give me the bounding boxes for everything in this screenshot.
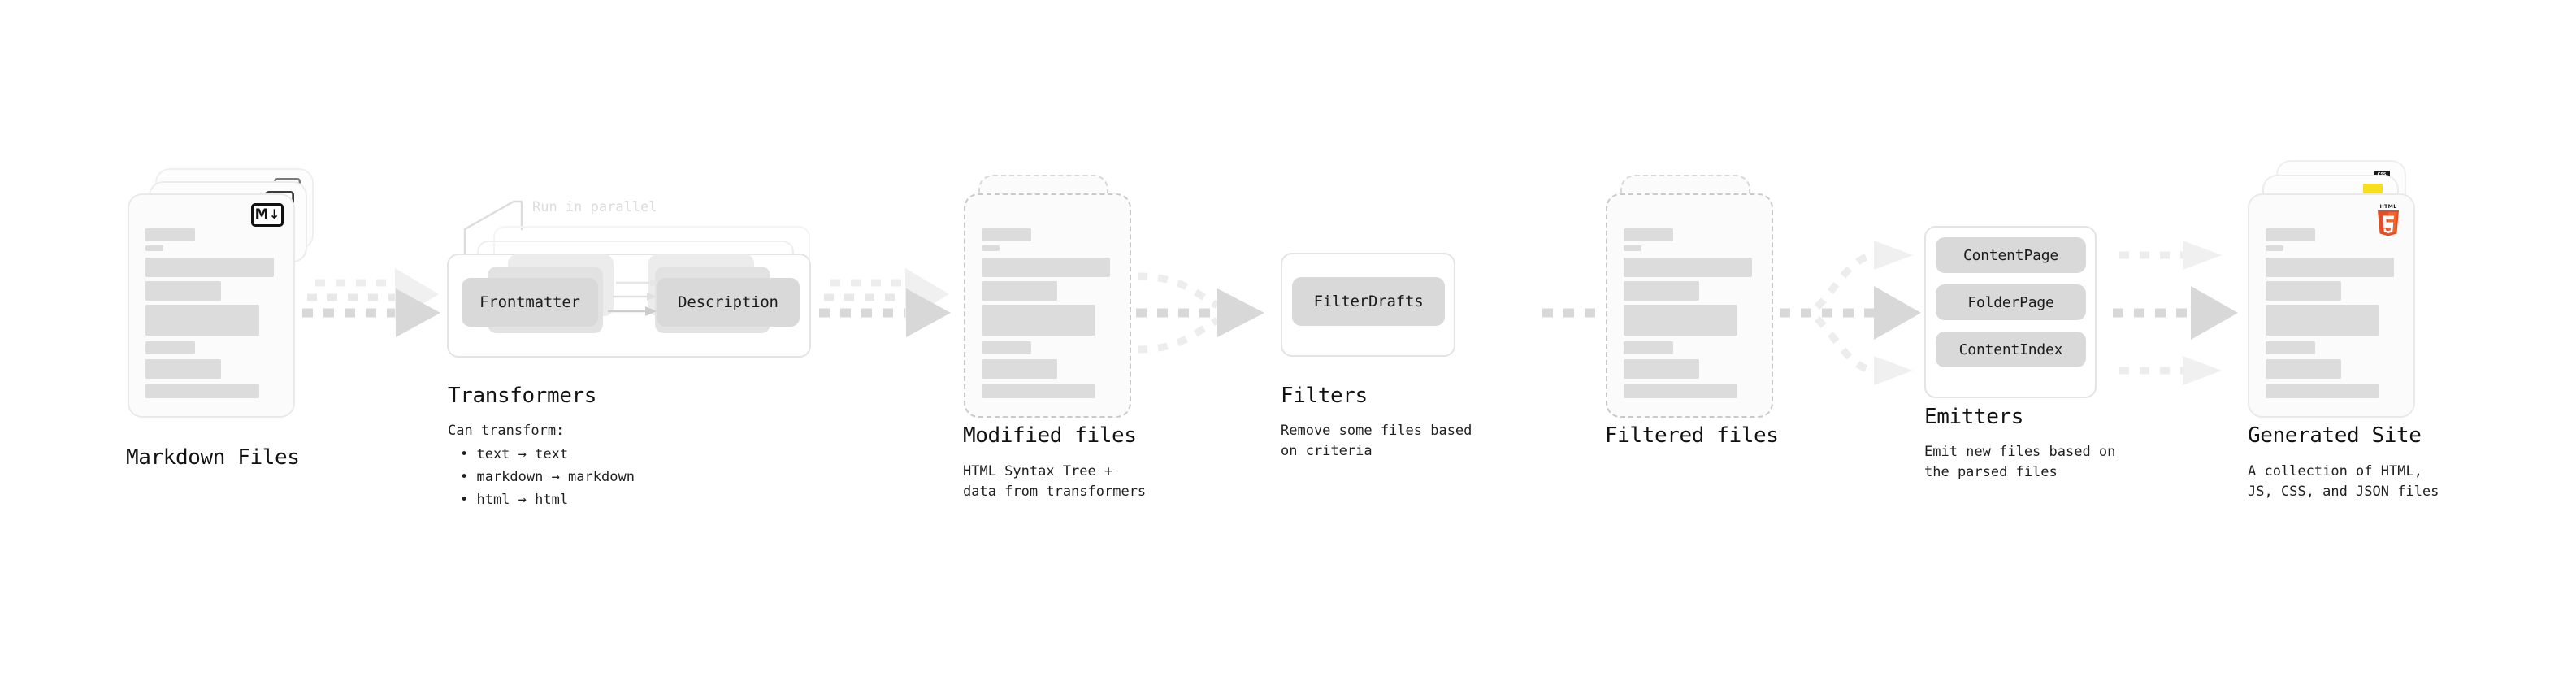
- skeleton-bar: [145, 359, 221, 379]
- markdown-arrow: ↓: [269, 206, 280, 222]
- skeleton-bar: [145, 258, 274, 277]
- parallel-label: Run in parallel: [532, 199, 657, 215]
- html5-icon: HTML: [2378, 204, 2399, 236]
- skeleton-bar: [1624, 305, 1737, 336]
- stage-title-markdown-files: Markdown Files: [126, 445, 300, 470]
- skeleton-bar: [982, 258, 1110, 277]
- transformer-pill-description[interactable]: Description: [657, 278, 800, 327]
- skeleton-bar: [2266, 245, 2283, 251]
- filters-pill-filterdrafts[interactable]: FilterDrafts: [1292, 277, 1445, 326]
- skeleton-bar: [2266, 228, 2315, 241]
- stage-subtitle-modified-files: HTML Syntax Tree + data from transformer…: [963, 463, 1147, 500]
- skeleton-bar: [1624, 281, 1699, 301]
- stage-title-emitters: Emitters: [1924, 405, 2024, 429]
- skeleton-bar: [145, 245, 163, 251]
- skeleton-bar: [145, 384, 259, 398]
- skeleton-bar: [145, 228, 195, 241]
- skeleton-bar: [982, 384, 1095, 398]
- site-card-front-html: HTML: [2248, 193, 2415, 418]
- skeleton-bar: [982, 228, 1031, 241]
- skeleton-bar: [2266, 305, 2379, 336]
- skeleton-bar: [2266, 359, 2341, 379]
- stage-title-filtered-files: Filtered files: [1605, 423, 1779, 448]
- skeleton-bar: [982, 281, 1057, 301]
- stage-title-generated-site: Generated Site: [2248, 423, 2422, 448]
- skeleton-bar: [1624, 359, 1699, 379]
- skeleton-bar: [145, 281, 221, 301]
- stage-subtitle-filters: Remove some files based on criteria: [1281, 423, 1472, 459]
- connector-md-to-transformers: [302, 268, 440, 337]
- emitters-pill-contentpage[interactable]: ContentPage: [1936, 237, 2086, 273]
- markdown-card-front: M ↓: [128, 193, 295, 418]
- skeleton-bar: [1624, 245, 1641, 251]
- skeleton-bar: [982, 245, 1000, 251]
- modified-card-front: [964, 193, 1131, 418]
- stage-title-modified-files: Modified files: [963, 423, 1137, 448]
- emitters-pill-folderpage[interactable]: FolderPage: [1936, 284, 2086, 320]
- skeleton-bar: [982, 305, 1095, 336]
- skeleton-bar: [1624, 341, 1673, 354]
- stage-title-filters: Filters: [1281, 384, 1368, 408]
- skeleton-bar: [2266, 281, 2341, 301]
- transformer-inner-arrows: [608, 279, 660, 316]
- connector-modified-to-filters: [1136, 272, 1264, 354]
- skeleton-bar: [2266, 341, 2315, 354]
- skeleton-bar: [982, 341, 1031, 354]
- skeleton-bar: [145, 305, 259, 336]
- connector-filtered-to-emitters: [1780, 241, 1921, 385]
- transformers-bullets-intro: Can transform:: [448, 423, 565, 439]
- stage-subtitle-generated-site: A collection of HTML, JS, CSS, and JSON …: [2248, 463, 2439, 500]
- markdown-letter: M: [254, 206, 269, 223]
- emitters-pill-contentindex[interactable]: ContentIndex: [1936, 332, 2086, 367]
- svg-text:HTML: HTML: [2379, 204, 2396, 210]
- transformers-bullet-1: • markdown → markdown: [460, 469, 635, 485]
- js-icon: [2363, 184, 2383, 196]
- transformers-bullet-0: • text → text: [460, 446, 569, 462]
- skeleton-bar: [2266, 258, 2394, 277]
- parallel-bracket: [463, 200, 523, 260]
- stage-subtitle-emitters: Emit new files based on the parsed files: [1924, 444, 2116, 480]
- markdown-badge-front: M ↓: [251, 203, 284, 227]
- transformer-pill-frontmatter[interactable]: Frontmatter: [462, 278, 598, 327]
- skeleton-bar: [1624, 228, 1673, 241]
- stage-title-transformers: Transformers: [448, 384, 597, 408]
- skeleton-bar: [1624, 384, 1737, 398]
- skeleton-bar: [1624, 258, 1752, 277]
- connector-emitters-to-site: [2113, 241, 2238, 385]
- skeleton-bar: [2266, 384, 2379, 398]
- skeleton-bar: [982, 359, 1057, 379]
- transformers-bullet-2: • html → html: [460, 492, 569, 508]
- filtered-card-front: [1606, 193, 1773, 418]
- connector-transformers-to-modified: [819, 268, 951, 337]
- skeleton-bar: [145, 341, 195, 354]
